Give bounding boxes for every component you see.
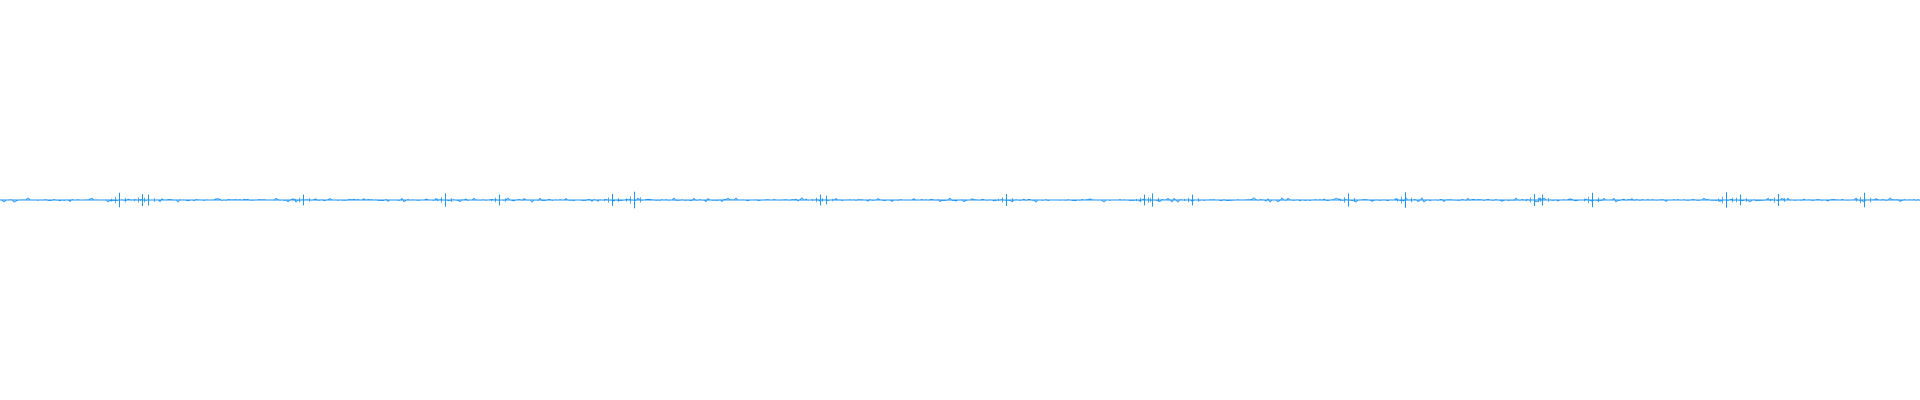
waveform-peaks	[0, 191, 1920, 209]
waveform-noise	[0, 197, 1920, 203]
